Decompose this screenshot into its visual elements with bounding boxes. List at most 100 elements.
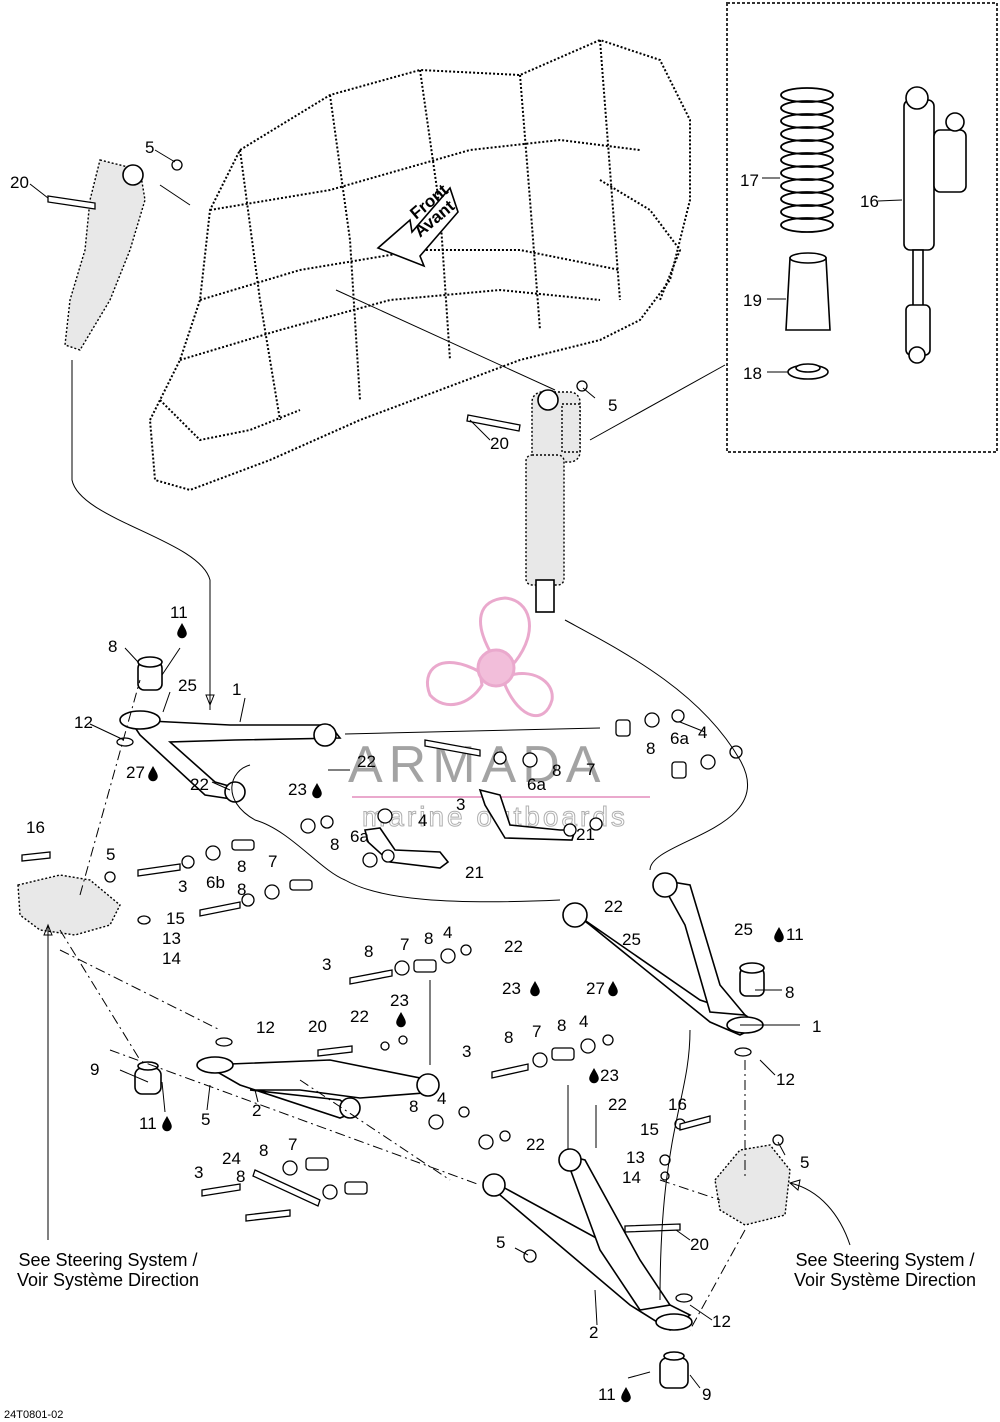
ball-joint-left-lower	[134, 1061, 162, 1095]
label-8: 8	[552, 761, 561, 780]
label-11: 11	[598, 1385, 616, 1404]
ball-joint-right-upper	[739, 962, 765, 997]
label-3: 3	[462, 1042, 471, 1061]
label-8: 8	[259, 1141, 268, 1160]
label-8: 8	[409, 1097, 418, 1116]
label-12: 12	[256, 1018, 275, 1037]
label-3: 3	[194, 1163, 203, 1182]
knuckle-right	[714, 1144, 791, 1226]
label-24: 23	[288, 780, 307, 799]
label-18: 17	[740, 171, 759, 190]
label-8: 8	[557, 1016, 566, 1035]
caption-right-line1: See Steering System /	[795, 1250, 974, 1270]
label-8: 8	[646, 739, 655, 758]
label-6b: 6b	[206, 873, 225, 892]
label-23: 22	[357, 752, 376, 771]
label-2: 2	[589, 1323, 598, 1342]
label-22: 21	[576, 825, 595, 844]
label-23: 22	[350, 1007, 369, 1026]
label-23: 22	[190, 775, 209, 794]
label-4: 4	[418, 811, 427, 830]
bolts-and-bushings	[21, 159, 784, 1303]
label-8: 8	[330, 835, 339, 854]
ball-joint-left-upper	[137, 656, 163, 691]
label-8: 8	[237, 880, 246, 899]
label-6a: 6a	[527, 775, 546, 794]
caption-left-line2: Voir Système Direction	[17, 1270, 199, 1290]
upper-a-arm-right	[562, 872, 764, 1036]
label-11: 11	[170, 603, 188, 622]
label-14: 14	[622, 1168, 641, 1187]
label-21: 20	[690, 1235, 709, 1254]
reference-code: 24T0801-02	[4, 1409, 63, 1421]
label-8: 8	[504, 1028, 513, 1047]
drop-icon	[148, 623, 784, 1403]
propeller-icon	[425, 596, 554, 718]
label-13: 13	[626, 1148, 645, 1167]
shock-absorber-right	[525, 389, 581, 613]
label-24: 23	[600, 1066, 619, 1085]
label-26: 25	[178, 676, 197, 695]
label-12: 12	[74, 713, 93, 732]
label-23: 22	[504, 937, 523, 956]
label-27: 27	[586, 979, 605, 998]
upper-a-arm-left	[119, 710, 342, 803]
label-7: 7	[288, 1135, 297, 1154]
label-12: 12	[776, 1070, 795, 1089]
label-8: 8	[237, 857, 246, 876]
label-2: 2	[252, 1101, 261, 1120]
label-8: 8	[236, 1167, 245, 1186]
label-11: 11	[139, 1114, 157, 1133]
label-5: 5	[106, 845, 115, 864]
label-24: 23	[502, 979, 521, 998]
label-4: 4	[437, 1089, 446, 1108]
leader-lines	[29, 149, 903, 1389]
label-5: 5	[496, 1233, 505, 1252]
lower-a-arm-left	[196, 1056, 440, 1119]
label-10: 9	[702, 1385, 711, 1404]
label-15: 15	[640, 1120, 659, 1139]
label-3: 3	[178, 877, 187, 896]
label-23: 22	[608, 1095, 627, 1114]
label-13: 13	[162, 929, 181, 948]
label-5: 5	[608, 396, 617, 415]
stabilizer-link-lower	[364, 827, 450, 869]
inset-frame	[726, 2, 998, 453]
label-5: 5	[800, 1153, 809, 1172]
shock-inset	[903, 86, 967, 364]
label-23: 22	[526, 1135, 545, 1154]
label-9: 8	[785, 983, 794, 1002]
label-5: 5	[145, 138, 154, 157]
label-22: 21	[465, 863, 484, 882]
label-8: 8	[364, 942, 373, 961]
callout-labels: 20 5 5 20 17 16 19 18 11 8 25 1 12 27 22…	[10, 138, 879, 1404]
ball-joint-right-lower	[659, 1351, 689, 1389]
caption-left-line1: See Steering System /	[18, 1250, 197, 1270]
label-21: 20	[10, 173, 29, 192]
label-17: 16	[860, 192, 879, 211]
label-12: 12	[712, 1312, 731, 1331]
label-23: 22	[604, 897, 623, 916]
label-1: 1	[232, 680, 241, 699]
spring-seat	[787, 363, 829, 380]
spring	[780, 87, 834, 233]
label-26: 25	[734, 920, 753, 939]
label-6a: 6a	[350, 827, 369, 846]
label-16: 16	[26, 818, 45, 837]
watermark-brand: ARMADA	[348, 736, 606, 794]
label-21: 20	[308, 1017, 327, 1036]
spring-sleeve	[785, 252, 831, 331]
knuckle-left	[17, 874, 121, 936]
label-5: 5	[201, 1110, 210, 1129]
caption-right-line2: Voir Système Direction	[794, 1270, 976, 1290]
label-4: 4	[698, 723, 707, 742]
label-1: 1	[812, 1017, 821, 1036]
label-7: 7	[586, 760, 595, 779]
label-3: 3	[456, 795, 465, 814]
label-6a: 6a	[670, 729, 689, 748]
label-15: 15	[166, 909, 185, 928]
label-3: 3	[322, 955, 331, 974]
front-arrow: Front Avant	[376, 180, 459, 268]
label-7: 7	[268, 852, 277, 871]
